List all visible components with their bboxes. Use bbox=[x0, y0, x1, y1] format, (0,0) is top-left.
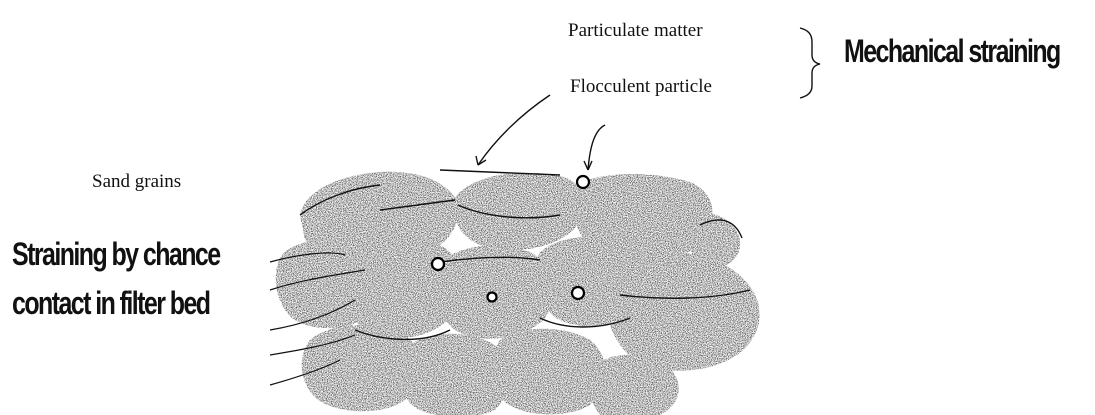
sand-grain-group bbox=[276, 172, 760, 415]
mechanical-straining-label: Mechanical straining bbox=[844, 35, 1060, 67]
flocculent-particle-label: Flocculent particle bbox=[570, 77, 712, 96]
particulate-matter-label: Particulate matter bbox=[568, 21, 703, 40]
sand-grain bbox=[492, 329, 605, 415]
straining-by-chance-label-line1: Straining by chance bbox=[12, 238, 220, 270]
flocculent-particle-dot bbox=[577, 176, 589, 188]
mechanical-straining-brace bbox=[800, 28, 820, 98]
particle-dot bbox=[488, 293, 497, 302]
particle-dot bbox=[432, 258, 444, 270]
sand-grain bbox=[605, 250, 760, 371]
straining-by-chance-label-line2: contact in filter bed bbox=[12, 287, 209, 319]
particle-dot bbox=[572, 287, 584, 299]
sand-grains-label: Sand grains bbox=[92, 172, 181, 191]
flocculent-leader-arrow bbox=[478, 95, 550, 165]
sand-grain bbox=[454, 173, 584, 250]
